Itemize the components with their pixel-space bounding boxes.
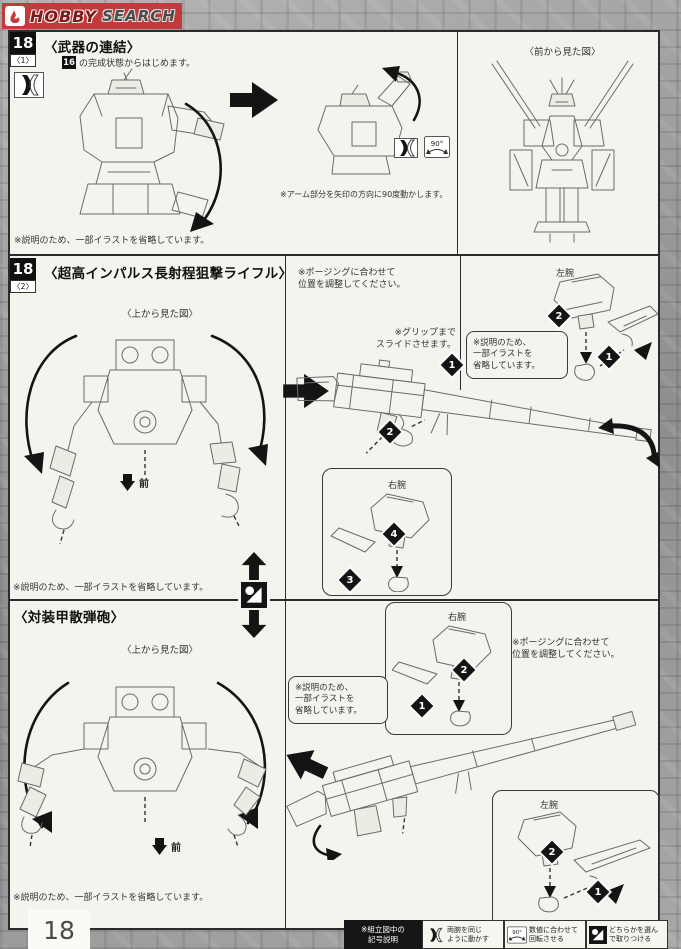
front-direction: 前 [120,474,149,491]
note-illustration-omitted: ※説明のため、一部イラストを省略しています。 [13,583,209,593]
legend-item-move-both: 両腕を同じ ように動かす [422,920,504,949]
front-view-label: 〈前から見た図〉 [524,47,601,58]
arrow-right-icon [230,80,278,120]
front-arrow-icon [120,474,135,491]
note-illustration-omitted: ※説明のため、一部イラストを省略しています。 [13,893,209,903]
select-one-icon [589,925,607,944]
panel-divider-c [285,600,286,930]
top-view-label: 〈上から見た図〉 [121,309,198,320]
arrow-up-icon [241,552,267,580]
section-divider-1 [8,254,660,256]
step-number-badge: 18 [10,32,36,54]
section2-title: 〈超高インパルス長射程狙撃ライフル〉 [44,266,293,282]
note-illustration-omitted: ※説明のため、一部イラストを省略しています。 [14,236,210,246]
svg-text:90°: 90° [512,930,522,936]
page-number: 18 [28,910,90,949]
instruction-sheet [8,30,660,930]
move-both-icon [430,927,443,942]
step-number-badge: 18 [10,258,36,280]
svg-text:90°: 90° [431,140,443,148]
substep-badge: 〈1〉 [10,54,36,67]
note-grip-slide: ※グリップまで スライドさせます。 [375,328,456,350]
rotate-90-icon: 90° [424,136,450,158]
legend-item-select: どちらかを選ん で取りつける [586,920,668,949]
illustration-left-arm-attach [500,802,652,922]
move-both-icon [14,72,44,98]
note-posing: ※ポージングに合わせて 位置を調整してください。 [512,638,620,660]
arrow-down-icon [241,610,267,638]
front-arrow-icon [152,838,167,855]
legend-item-rotate: 90° 数値に合わせて 回転させる [504,920,586,949]
section1-intro: 16 の完成状態からはじめます。 [62,56,196,69]
illustration-torso-arm-up [282,64,447,186]
left-arm-label: 左腕 [556,266,575,279]
panel-divider-b [285,255,286,600]
front-direction: 前 [152,838,181,855]
section1-title: 〈武器の連結〉 [44,40,141,56]
right-arm-label: 右腕 [388,478,407,491]
symbol-legend: ※組立図中の 記号説明 両腕を同じ ように動かす 90° 数値に合わせて 回転さ… [344,920,668,949]
flame-icon [5,6,25,26]
panel-divider-a [457,30,458,254]
select-attach-indicator [238,550,270,640]
note-omitted-box: ※説明のため、 一部イラストを 省略しています。 [288,676,388,725]
right-arm-label: 右腕 [448,610,467,623]
hobby-search-watermark: HOBBY SEARCH [2,3,182,29]
section3-title: 〈対装甲散弾砲〉 [14,610,125,626]
brand-text-hobby: HOBBY [30,6,98,26]
curved-double-arrow-icon [598,418,662,470]
step-reference-box: 16 [62,56,76,69]
arrow-right-icon [283,372,329,410]
left-arm-label: 左腕 [540,798,559,811]
select-one-icon [241,582,267,608]
arrow-flow-icon [278,738,333,789]
legend-header: ※組立図中の 記号説明 [344,920,422,949]
illustration-top-view-rifle [12,318,280,553]
rotate-90-icon: 90° [507,926,527,943]
brand-text-search: SEARCH [102,7,176,25]
illustration-anti-armor-shotgun [286,700,658,860]
move-both-icon [394,138,418,158]
right-arm-callout [385,602,512,735]
top-view-label: 〈上から見た図〉 [121,645,198,656]
illustration-front-view [480,58,645,248]
note-omitted-box: ※説明のため、 一部イラストを 省略しています。 [466,331,568,380]
illustration-top-view-shotgun [12,655,280,880]
panel-divider-b2 [460,255,461,390]
illustration-torso-arm-swing [28,66,233,238]
right-arm-callout [322,468,452,596]
substep-badge: 〈2〉 [10,280,36,293]
note-posing: ※ポージングに合わせて 位置を調整してください。 [298,268,406,290]
section-divider-2 [8,599,660,601]
note-arm-rotation: ※アーム部分を矢印の方向に90度動かします。 [280,190,448,199]
